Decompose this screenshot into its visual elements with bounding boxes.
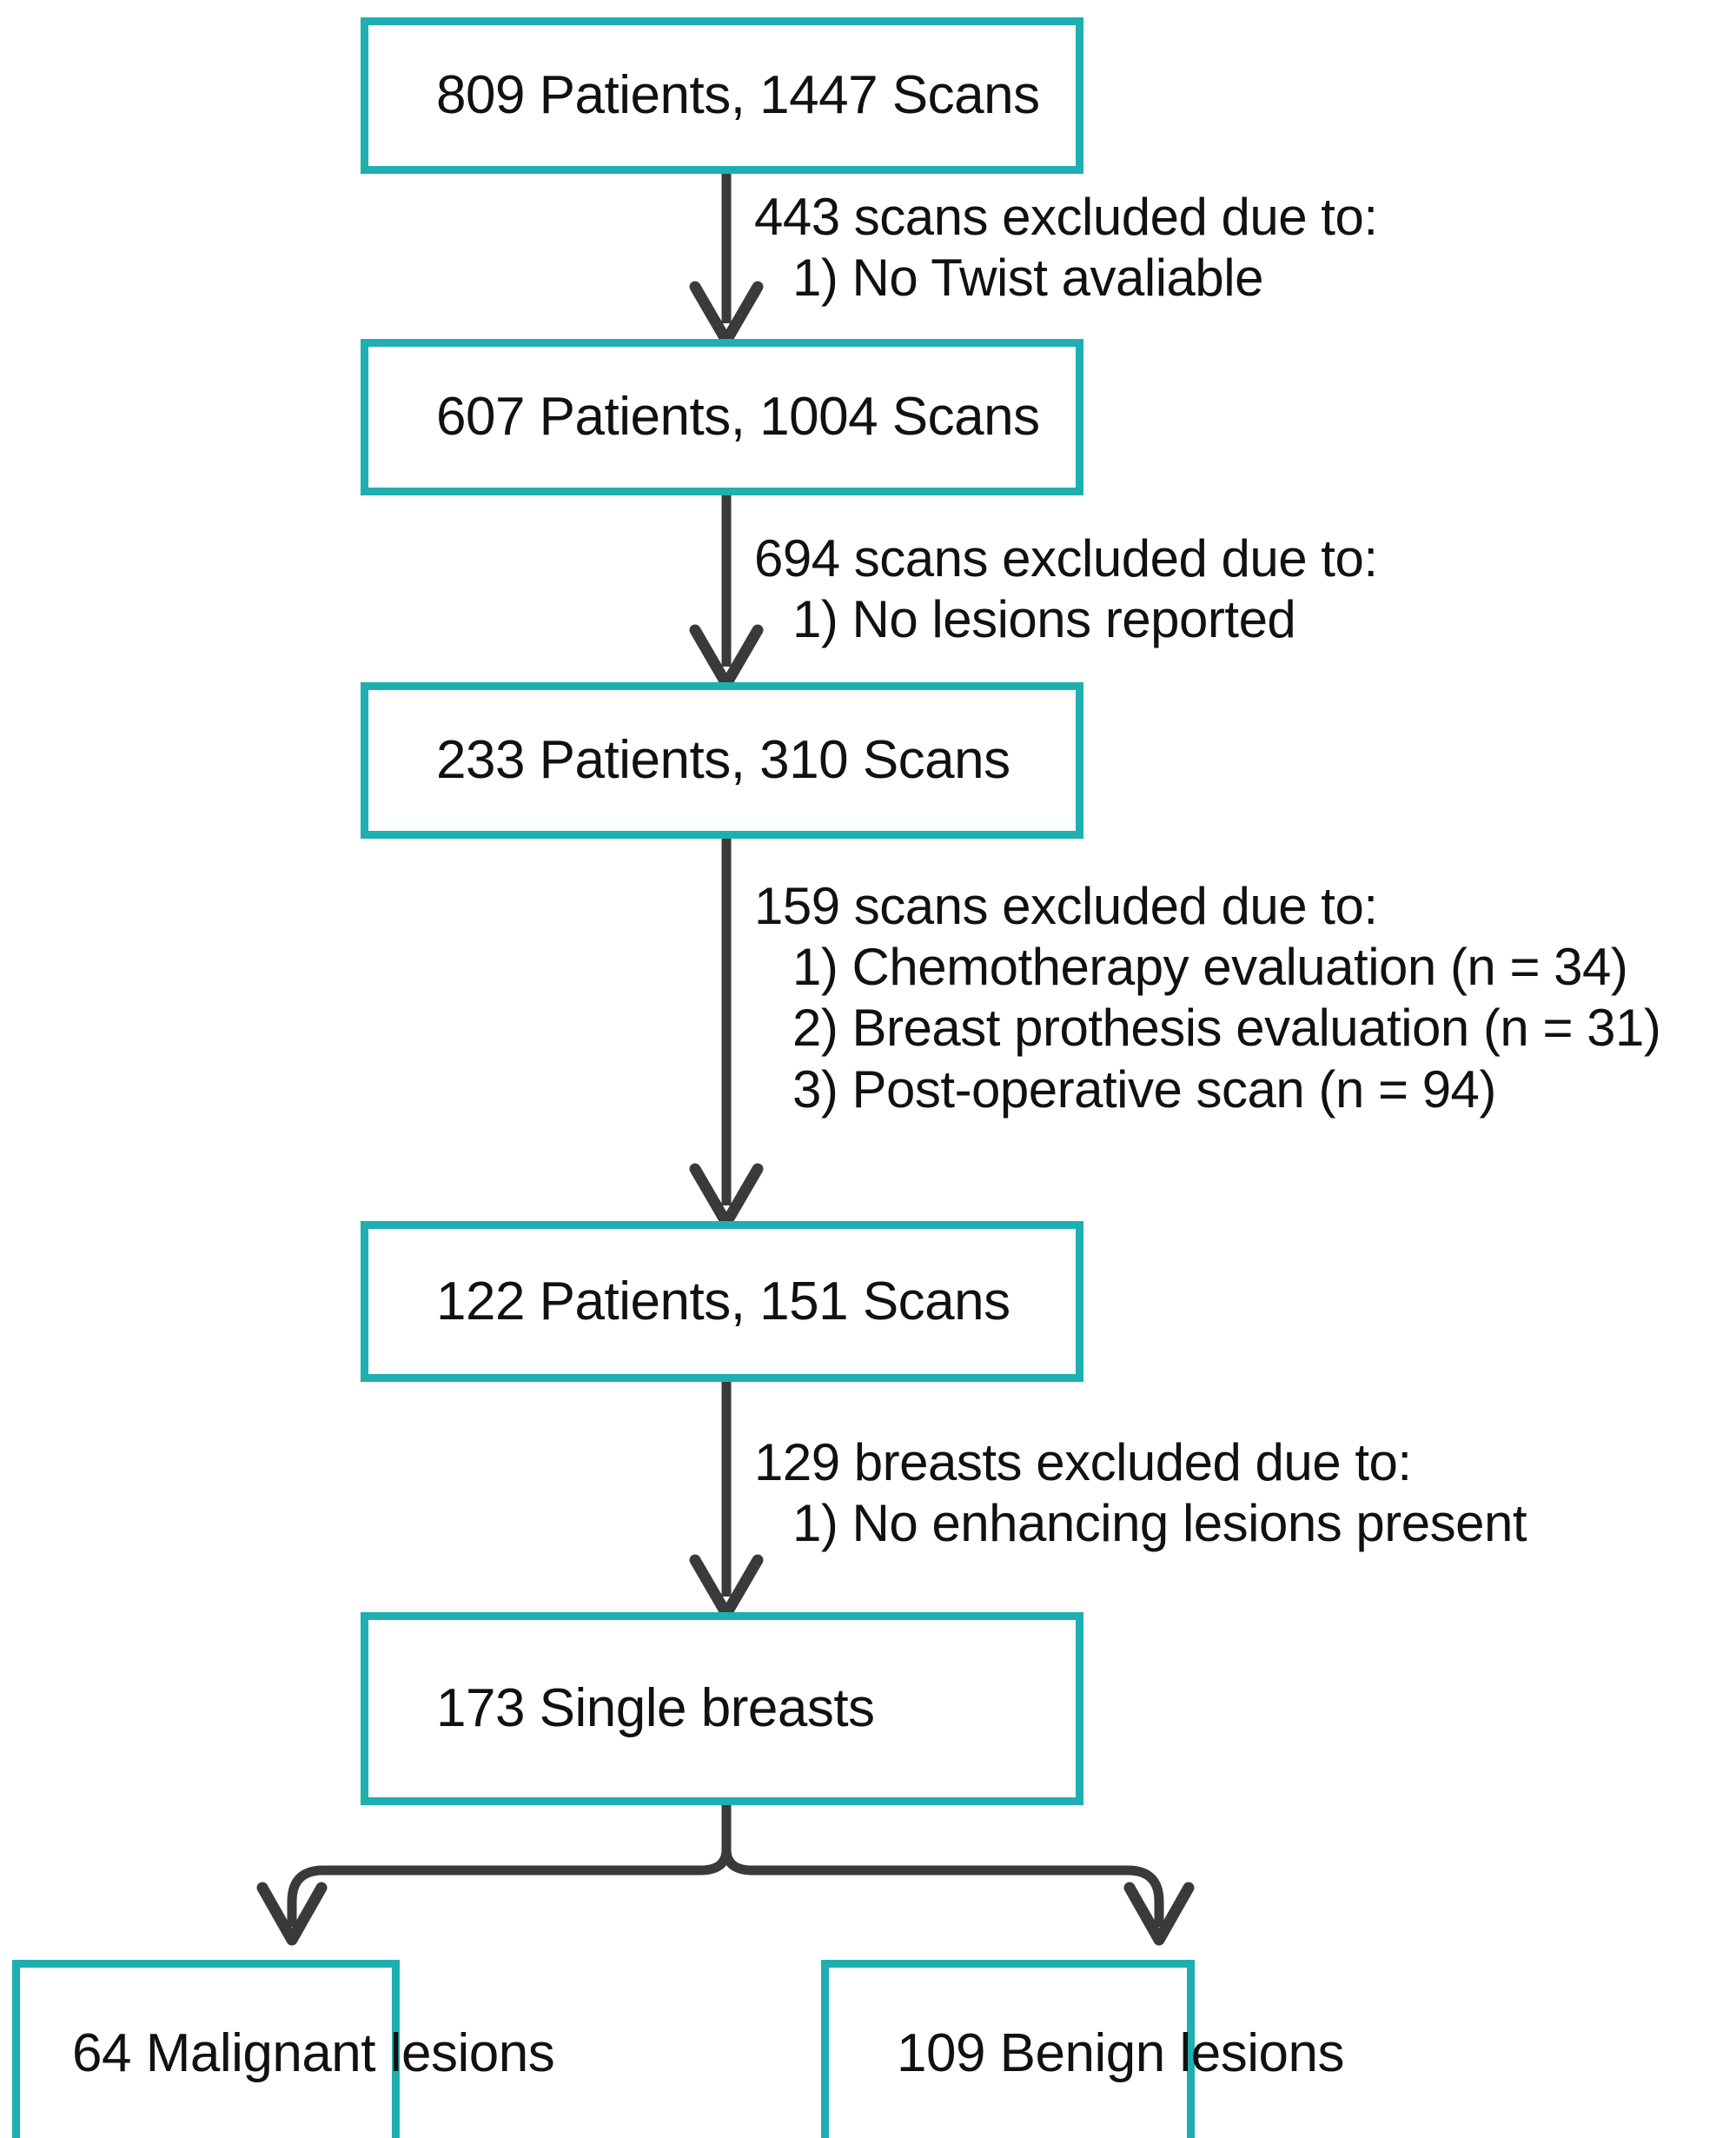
node-label-n3: 233 Patients, 310 Scans bbox=[436, 730, 1010, 791]
exclusion-4-heading: 129 breasts excluded due to: bbox=[754, 1433, 1412, 1491]
node-label-n5: 173 Single breasts bbox=[436, 1678, 875, 1739]
arrow-n4-to-n5 bbox=[689, 1378, 764, 1620]
node-box-n5[interactable]: 173 Single breasts bbox=[361, 1612, 1083, 1805]
exclusion-3-item-3: 3) Post-operative scan (n = 94) bbox=[792, 1059, 1496, 1119]
exclusion-4-item-1: 1) No enhancing lesions present bbox=[792, 1494, 1527, 1553]
node-box-n4[interactable]: 122 Patients, 151 Scans bbox=[361, 1221, 1083, 1382]
exclusion-2-item-1: 1) No lesions reported bbox=[792, 590, 1296, 649]
exclusion-1-heading: 443 scans excluded due to: bbox=[754, 188, 1378, 246]
exclusion-3-item-2: 2) Breast prothesis evaluation (n = 31) bbox=[792, 999, 1661, 1058]
node-box-n3[interactable]: 233 Patients, 310 Scans bbox=[361, 682, 1083, 839]
arrow-n5-to-branches bbox=[256, 1803, 1195, 1946]
exclusion-1-item-1: 1) No Twist avaliable bbox=[792, 249, 1263, 308]
arrow-n3-to-n4 bbox=[689, 834, 764, 1229]
node-box-n2[interactable]: 607 Patients, 1004 Scans bbox=[361, 339, 1083, 495]
node-box-n7-benign[interactable]: 109 Benign lesions bbox=[821, 1960, 1344, 2138]
node-box-n1[interactable]: 809 Patients, 1447 Scans bbox=[361, 17, 1083, 174]
node-label-n4: 122 Patients, 151 Scans bbox=[436, 1271, 1010, 1331]
node-label-n1: 809 Patients, 1447 Scans bbox=[436, 65, 1040, 126]
exclusion-3-heading: 159 scans excluded due to: bbox=[754, 877, 1378, 935]
node-label-n6: 64 Malignant lesions bbox=[72, 2022, 555, 2083]
exclusion-note-3: 159 scans excluded due to: 1) Chemothera… bbox=[754, 876, 1661, 1120]
exclusion-3-item-1: 1) Chemotherapy evaluation (n = 34) bbox=[792, 938, 1628, 997]
exclusion-note-1: 443 scans excluded due to: 1) No Twist a… bbox=[754, 187, 1378, 309]
exclusion-note-2: 694 scans excluded due to: 1) No lesions… bbox=[754, 528, 1378, 650]
node-box-n6-malignant[interactable]: 64 Malignant lesions bbox=[12, 1960, 555, 2138]
exclusion-note-4: 129 breasts excluded due to: 1) No enhan… bbox=[754, 1432, 1527, 1554]
arrow-n1-to-n2 bbox=[689, 174, 764, 347]
node-label-n7: 109 Benign lesions bbox=[897, 2022, 1344, 2083]
arrow-n2-to-n3 bbox=[689, 491, 764, 690]
exclusion-2-heading: 694 scans excluded due to: bbox=[754, 529, 1378, 588]
node-label-n2: 607 Patients, 1004 Scans bbox=[436, 387, 1040, 448]
